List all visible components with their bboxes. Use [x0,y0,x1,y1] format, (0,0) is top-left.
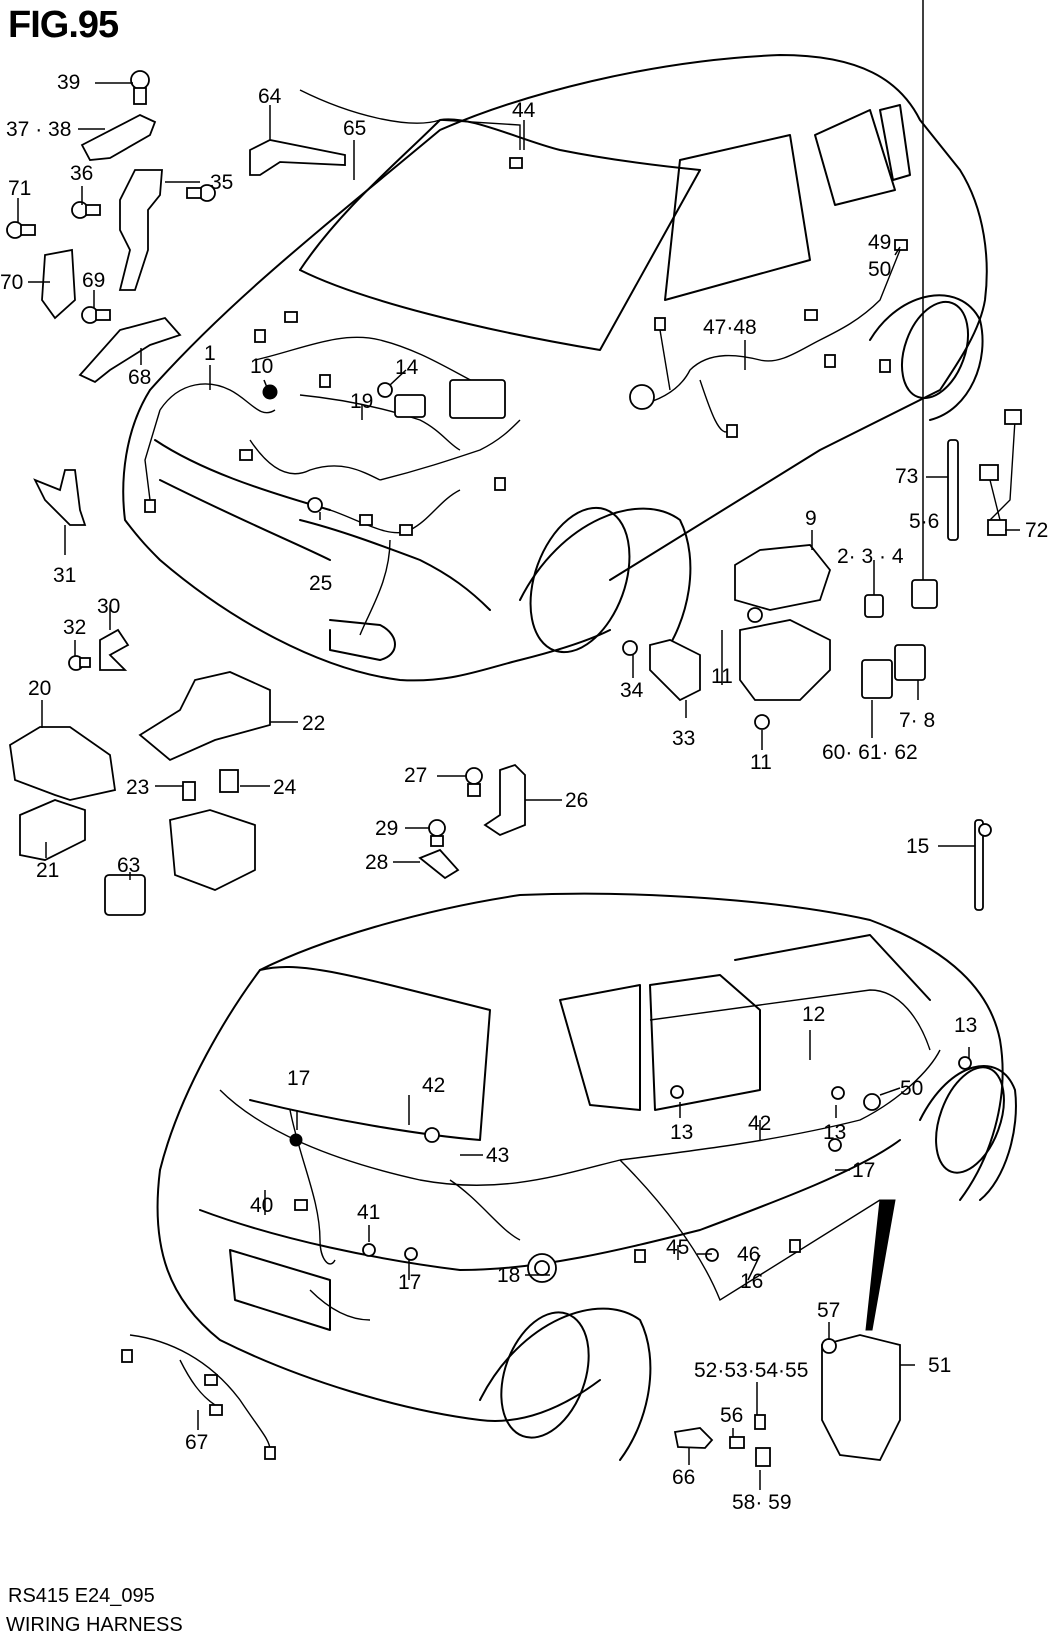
callout-26: 26 [565,789,589,812]
callout-73: 73 [895,465,919,488]
callout-13b: 13 [670,1121,694,1144]
callout-5-6: 5·6 [909,510,940,533]
callout-42a: 42 [422,1074,446,1097]
loose-parts-top [6,70,1022,916]
callout-20: 20 [28,677,52,700]
callout-13c: 13 [823,1121,847,1144]
callout-66: 66 [672,1466,696,1489]
callout-15: 15 [906,835,930,858]
rear-car-body [156,892,1017,1461]
figure-code: RS415 E24_095 [8,1585,155,1607]
callout-31: 31 [53,564,77,587]
callout-33: 33 [672,727,696,750]
callout-64: 64 [258,85,282,108]
callout-17b: 17 [287,1067,311,1090]
callout-51: 51 [928,1354,952,1377]
callout-40: 40 [250,1194,274,1217]
callout-45: 45 [666,1236,690,1259]
callout-42b: 42 [748,1112,772,1135]
callout-22: 22 [302,712,326,735]
callout-34: 34 [620,679,644,702]
front-car-body [122,54,988,682]
callout-43: 43 [486,1144,510,1167]
callout-21: 21 [36,859,60,882]
callout-27: 27 [404,764,428,787]
callout-32: 32 [63,616,87,639]
rear-harness [121,989,972,1467]
callout-24: 24 [273,776,297,799]
callout-63: 63 [117,854,141,877]
callout-17a: 17 [852,1159,876,1182]
callout-58-59: 58· 59 [732,1491,792,1514]
callout-46: 46 [737,1243,761,1266]
callout-12: 12 [802,1003,826,1026]
callout-30: 30 [97,595,121,618]
callout-11a: 11 [711,665,733,688]
callout-35: 35 [210,171,234,194]
callout-67: 67 [185,1431,209,1454]
callout-16: 16 [740,1270,764,1293]
callout-2-3-4: 2· 3 · 4 [837,545,904,568]
callout-14: 14 [395,356,419,379]
callout-37-38: 37 · 38 [6,118,72,141]
callout-50: 50 [900,1077,924,1100]
side-harness [629,239,908,438]
callout-23: 23 [126,776,150,799]
callout-41: 41 [357,1201,381,1224]
callout-72: 72 [1025,519,1049,542]
engine-harness [144,89,523,636]
callout-17c: 17 [398,1271,422,1294]
callout-36: 36 [70,162,94,185]
callout-7-8: 7· 8 [899,709,936,732]
figure-title: FIG.95 [8,4,119,46]
callout-19: 19 [350,390,374,413]
callout-11b: 11 [750,751,772,774]
callout-18: 18 [497,1264,521,1287]
callout-71: 71 [8,177,32,200]
figure-name: WIRING HARNESS [6,1614,183,1636]
callout-70: 70 [0,271,24,294]
callout-49: 49 [868,231,892,254]
callout-9: 9 [805,507,817,530]
callout-29: 29 [375,817,399,840]
callout-47-48: 47·48 [703,316,757,339]
callout-13a: 13 [954,1014,978,1037]
callout-50-top: 50 [868,258,892,281]
callout-1: 1 [204,342,216,365]
callout-60-61-62: 60· 61· 62 [822,741,918,764]
callout-10: 10 [250,355,274,378]
callout-52-55: 52·53·54·55 [694,1359,809,1382]
callout-68: 68 [128,366,152,389]
callout-25: 25 [309,572,333,595]
callout-39: 39 [57,71,81,94]
callout-28: 28 [365,851,389,874]
callout-44: 44 [512,99,536,122]
callout-65: 65 [343,117,367,140]
callout-69: 69 [82,269,106,292]
callout-56: 56 [720,1404,744,1427]
leader-lines [17,0,1020,1490]
callout-57: 57 [817,1299,841,1322]
